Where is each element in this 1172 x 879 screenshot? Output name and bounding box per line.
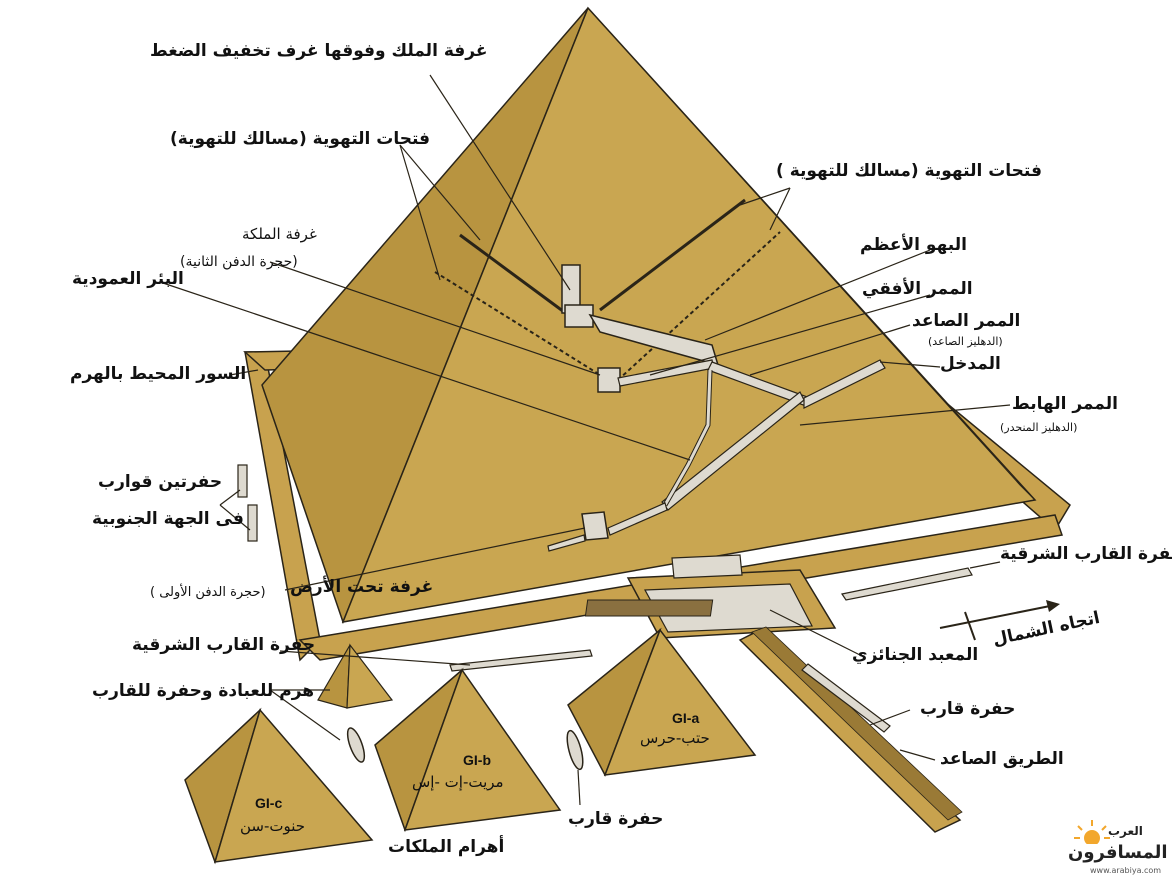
vertical-shaft-inner	[663, 369, 712, 506]
north-arrow-shaft	[939, 604, 1056, 629]
label-causeway: الطريق الصاعد	[940, 749, 1064, 769]
gic-code: GI-c	[255, 795, 283, 811]
label-queens-pyramids: أهرام الملكات	[388, 837, 505, 857]
queen-chamber	[597, 367, 621, 393]
leader-lines	[159, 74, 1011, 806]
north-arrow-tick	[964, 611, 976, 641]
south-boat-pit-1	[237, 464, 248, 498]
label-king-chamber: غرفة الملك وفوقها غرف تخفيف الضغط	[150, 41, 488, 61]
vent-shaft-queen-south	[434, 271, 606, 379]
label-entrance: المدخل	[940, 354, 1001, 374]
cult-pyramid-right	[346, 643, 394, 709]
gib-face-front	[403, 668, 562, 831]
label-south-side: فى الجهة الجنوبية	[92, 509, 244, 529]
causeway-top	[751, 626, 963, 821]
gia-code: GI-a	[672, 710, 700, 726]
label-vertical-shaft: البئر العمودية	[72, 269, 184, 289]
label-grand-gallery: البهو الأعظم	[860, 235, 967, 255]
boat-pit-oval-1	[346, 727, 366, 763]
label-east-boat-pit-left: حفرة القارب الشرقية	[132, 635, 316, 655]
label-mortuary-temple: المعبد الجنائزي	[852, 645, 979, 665]
mortuary-temple-colonnade	[584, 599, 714, 617]
underground-chamber-block	[581, 511, 609, 541]
descending-passage	[803, 359, 886, 409]
label-two-boat-pits: حفرتين قوارب	[98, 472, 223, 492]
vent-shaft-king-south	[459, 233, 576, 322]
label-ascending-passage: الممر الصاعد	[912, 311, 1021, 331]
label-cult-pyramid: هرم للعبادة وحفرة للقارب	[92, 681, 315, 701]
gib-code: GI-b	[463, 752, 491, 768]
gic-face-front	[213, 708, 374, 863]
underground-dead-end	[547, 534, 586, 552]
gia-name: حتب-حرس	[640, 729, 710, 747]
label-boat-pit-right: حفرة قارب	[920, 699, 1016, 719]
label-queen-chamber-sub: (حجرة الدفن الثانية)	[180, 254, 298, 270]
east-boat-pit-front	[449, 649, 593, 672]
label-east-boat-pit-right: حفرة القارب الشرقية	[1000, 544, 1172, 564]
causeway-boat-pit	[801, 663, 891, 733]
north-arrow-head	[1046, 600, 1060, 612]
logo-top-text: العرب	[1108, 824, 1143, 838]
gib-name: مريت-إت -إس	[412, 773, 504, 791]
sun-logo-icon	[1074, 820, 1110, 844]
vent-shaft-king-north	[599, 198, 746, 312]
label-vents-left: فتحات التهوية (مسالك للتهوية)	[170, 129, 431, 149]
descending-passage-lower	[661, 391, 805, 511]
king-chamber	[564, 304, 594, 328]
vent-shaft-queen-north	[617, 231, 781, 381]
pyramid-face-east-edge	[587, 7, 1036, 501]
label-descending-passage: الممر الهابط	[1012, 394, 1118, 414]
gia-face-front	[603, 628, 757, 776]
label-queen-chamber: غرفة الملكة	[242, 225, 317, 243]
logo-text: المسافرون	[1068, 842, 1168, 863]
underground-passage	[607, 502, 668, 536]
label-enclosure-wall: السور المحيط بالهرم	[70, 364, 247, 384]
label-underground-chamber-sub: (حجرة الدفن الأولى )	[150, 585, 266, 600]
label-horizontal-passage: الممر الأفقي	[862, 279, 973, 299]
label-boat-pit-bottom: حفرة قارب	[568, 809, 664, 829]
label-descending-passage-sub: (الدهليز المنحدر)	[1000, 421, 1078, 434]
mortuary-temple-entry	[671, 554, 743, 579]
boat-pit-oval-2	[566, 729, 584, 771]
label-underground-chamber: غرفة تحت الأرض	[290, 577, 434, 597]
south-boat-pit-2	[247, 504, 258, 542]
label-vents-right: فتحات التهوية (مسالك للتهوية )	[776, 161, 1042, 181]
mortuary-temple-court	[644, 583, 813, 633]
east-boat-pit-upper	[841, 567, 973, 601]
label-ascending-passage-sub: (الدهليز الصاعد)	[928, 335, 1003, 348]
gic-name: حنوت-سن	[240, 817, 306, 835]
logo-url: www.arabiya.com	[1090, 866, 1162, 875]
